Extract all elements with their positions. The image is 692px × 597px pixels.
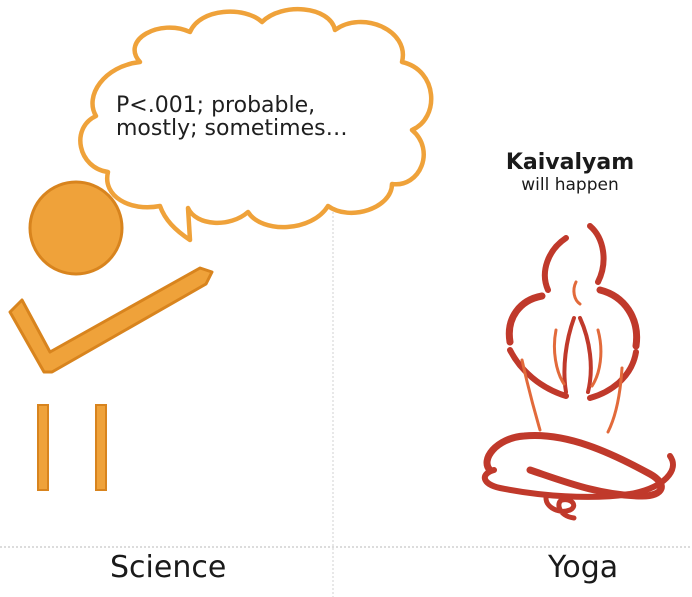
thought-bubble-text: P<.001; probable, mostly; sometimes… (116, 93, 348, 141)
yoga-caption: Yoga (548, 550, 619, 585)
science-caption: Science (110, 550, 227, 585)
meditating-person-icon (482, 223, 676, 521)
figure-left-leg (37, 404, 49, 491)
figure-checkmark-body (8, 266, 214, 374)
yoga-note: Kaivalyam will happen (490, 150, 650, 195)
yoga-note-subtitle: will happen (521, 175, 619, 195)
figure-right-leg (95, 404, 107, 491)
figure-head (28, 180, 124, 276)
yoga-note-title: Kaivalyam (505, 150, 635, 175)
abstract-person-checkmark-icon (8, 180, 214, 491)
thought-bubble-icon (78, 6, 434, 243)
